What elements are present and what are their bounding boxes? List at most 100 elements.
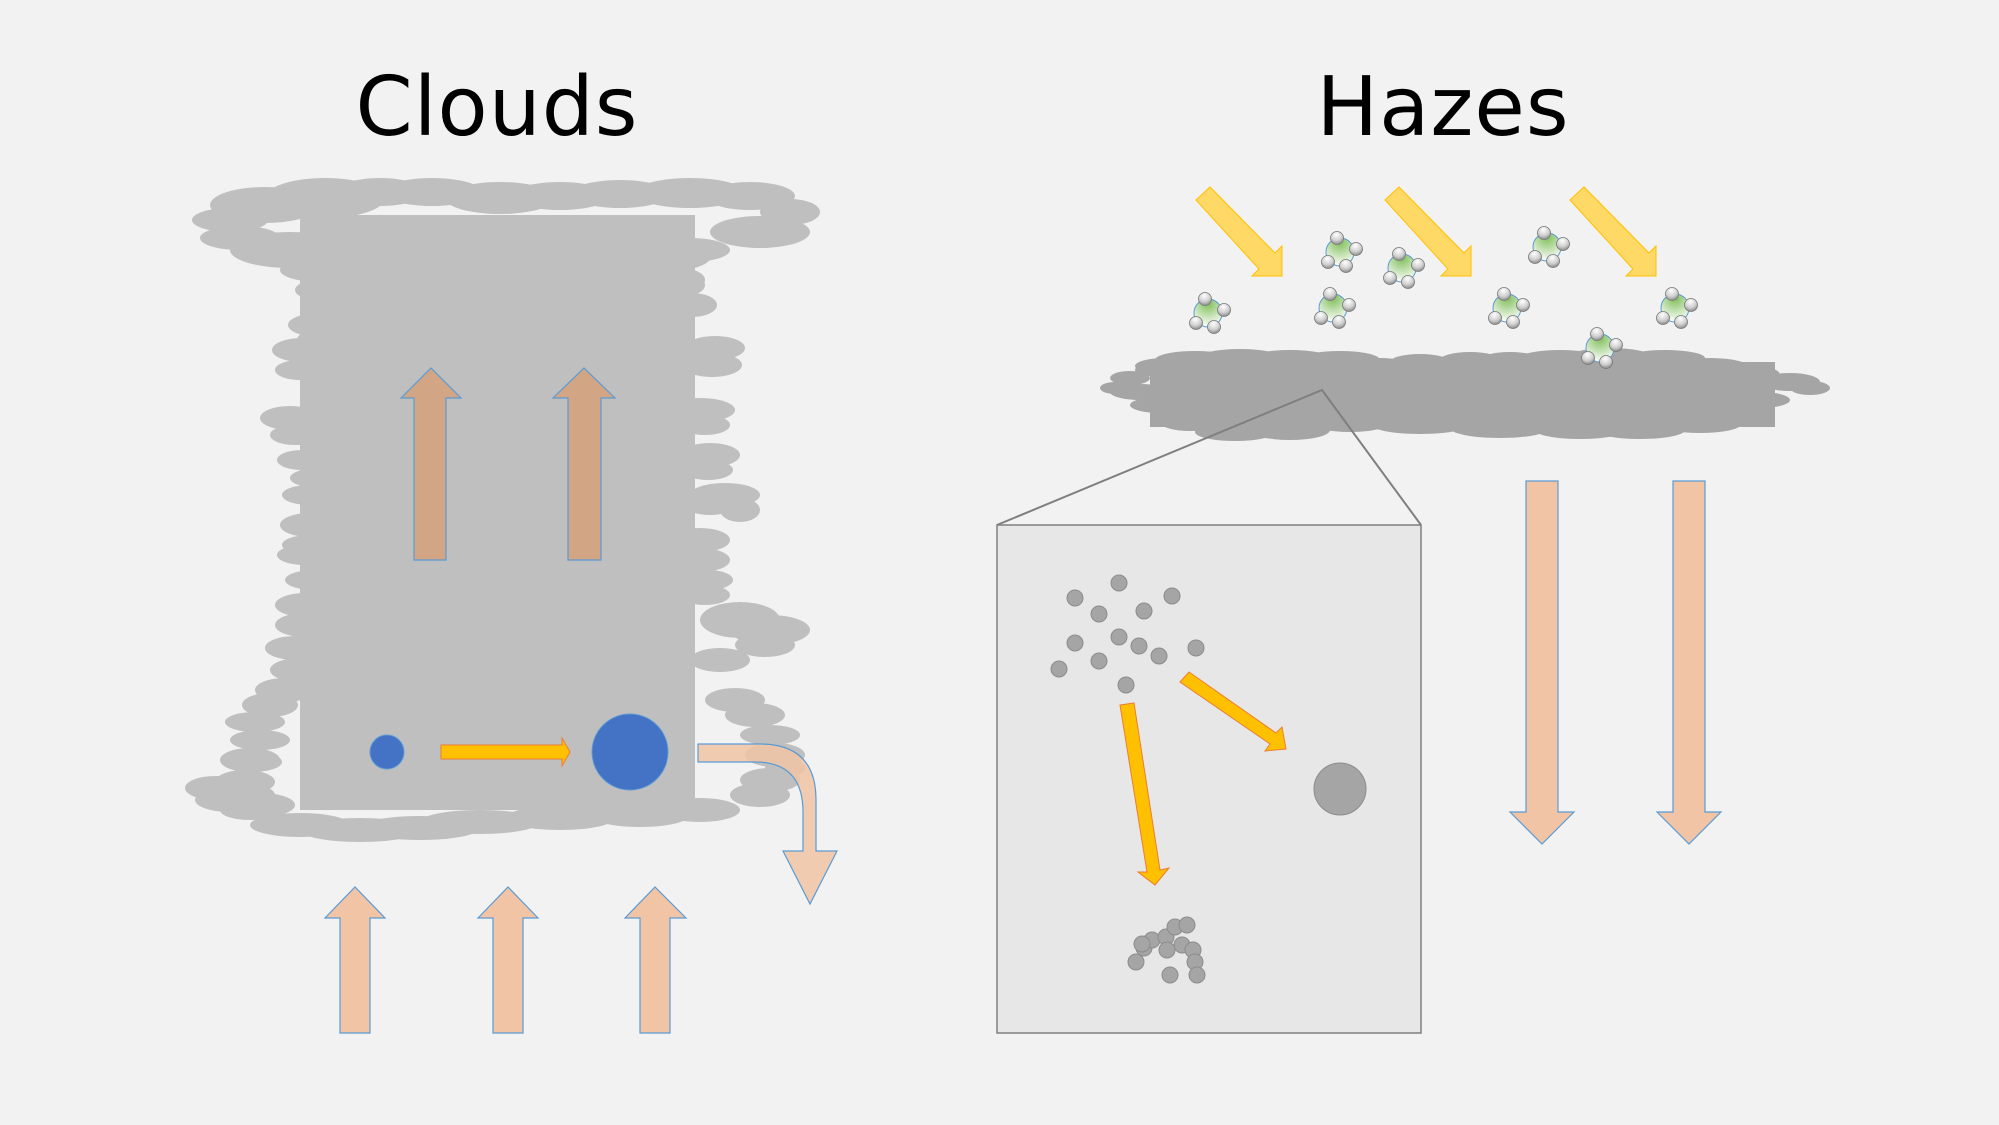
gas-molecule [1581, 327, 1623, 369]
scattered-particle [1163, 587, 1181, 605]
molecule-atom [1528, 250, 1542, 264]
scattered-particle [1117, 676, 1135, 694]
cloud-puff [710, 216, 810, 248]
molecule-atom [1349, 242, 1363, 256]
gas-molecule [1189, 292, 1231, 334]
cloud-puff [730, 783, 790, 807]
haze-puff [1310, 412, 1390, 432]
haze-puff [1100, 382, 1130, 394]
updraft-arrows-below [323, 886, 688, 1034]
aggregate-particle [1188, 966, 1206, 984]
cloud-puff [250, 813, 350, 837]
cloud-puff [670, 528, 730, 552]
cloud-puff [690, 648, 750, 672]
molecule-atom [1674, 315, 1688, 329]
clouds-title: Clouds [355, 60, 639, 155]
cloud-puff [665, 398, 735, 422]
cloud-puff [272, 338, 332, 362]
gas-molecule [1528, 226, 1570, 268]
precipitation-arrow [697, 743, 838, 906]
molecule-atom [1330, 231, 1344, 245]
sunlight-arrow [1569, 186, 1657, 277]
haze-puff [1450, 418, 1550, 438]
gas-molecules [1189, 226, 1698, 369]
cloud-puff [667, 293, 717, 317]
fractal-aggregate [1127, 916, 1206, 984]
molecule-atom [1323, 287, 1337, 301]
molecule-atom [1556, 237, 1570, 251]
gas-molecule [1488, 287, 1530, 329]
cloud-puff [280, 513, 340, 537]
molecule-atom [1537, 226, 1551, 240]
cloud-puff [683, 570, 733, 590]
updraft-arrow [323, 886, 387, 1034]
updraft-arrow [551, 367, 617, 561]
scattered-particle [1110, 574, 1128, 592]
aggregation-arrow [1119, 702, 1171, 886]
molecule-atom [1656, 311, 1670, 325]
molecule-atom [1314, 311, 1328, 325]
cloud-puff [680, 415, 730, 435]
gas-molecule [1383, 247, 1425, 289]
scattered-particle [1090, 605, 1108, 623]
cloud-puff [277, 450, 327, 470]
scattered-particle [1066, 589, 1084, 607]
cloud-puff [280, 258, 360, 282]
scattered-particle [1090, 652, 1108, 670]
cloud-puff [230, 730, 290, 750]
cloud-puff [590, 803, 690, 827]
scattered-particles [1050, 574, 1205, 694]
updraft-arrow [476, 886, 540, 1034]
cloud-puff [682, 353, 742, 377]
coalescence-arrow [1179, 671, 1287, 752]
cloud-puff [683, 460, 733, 480]
gas-molecule [1321, 231, 1363, 273]
molecule-atom [1516, 298, 1530, 312]
haze-puff [1730, 392, 1790, 408]
cloud-puff [285, 570, 345, 590]
scattered-particle [1130, 637, 1148, 655]
sunlight-arrow [1384, 186, 1472, 277]
settling-arrow [1508, 480, 1576, 845]
molecule-atom [1506, 315, 1520, 329]
sunlight-arrow [1195, 186, 1283, 277]
cloud-body [300, 215, 695, 810]
molecule-atom [1207, 320, 1221, 334]
settling-arrow [1655, 480, 1723, 845]
cloud-puff [650, 238, 730, 262]
sunlight-arrows [1195, 186, 1657, 277]
cloud-puff [735, 633, 795, 657]
molecule-atom [1383, 271, 1397, 285]
haze-puff [1790, 381, 1830, 395]
cloud-puff [290, 468, 350, 488]
haze-puff [1715, 407, 1775, 423]
gas-molecule [1314, 287, 1356, 329]
cloud-puff [275, 360, 325, 380]
molecule-atom [1684, 298, 1698, 312]
cloud-puff [192, 780, 252, 800]
cloud-puff [242, 693, 298, 717]
aggregate-particle [1161, 966, 1179, 984]
cloud-puff [277, 545, 333, 565]
haze-puff [1135, 364, 1165, 376]
scattered-particle [1150, 647, 1168, 665]
cloud-puff [192, 208, 268, 232]
hazes-title: Hazes [1316, 60, 1570, 155]
updraft-arrows-in-cloud [399, 367, 617, 561]
haze-puff [1390, 354, 1450, 370]
molecule-atom [1488, 311, 1502, 325]
cloud-puff [275, 613, 335, 637]
aggregate-particle [1133, 935, 1151, 953]
large-droplet [591, 713, 669, 791]
cloud-puff [310, 293, 370, 317]
molecule-atom [1599, 355, 1613, 369]
molecule-atom [1401, 275, 1415, 289]
molecule-atom [1609, 338, 1623, 352]
scattered-particle [1066, 634, 1084, 652]
haze-puff [1370, 414, 1470, 434]
haze-puff [1130, 397, 1190, 413]
cloud-puff [720, 498, 760, 522]
molecule-atom [1339, 259, 1353, 273]
growth-arrow [440, 736, 571, 768]
cloud-puff [265, 636, 325, 660]
